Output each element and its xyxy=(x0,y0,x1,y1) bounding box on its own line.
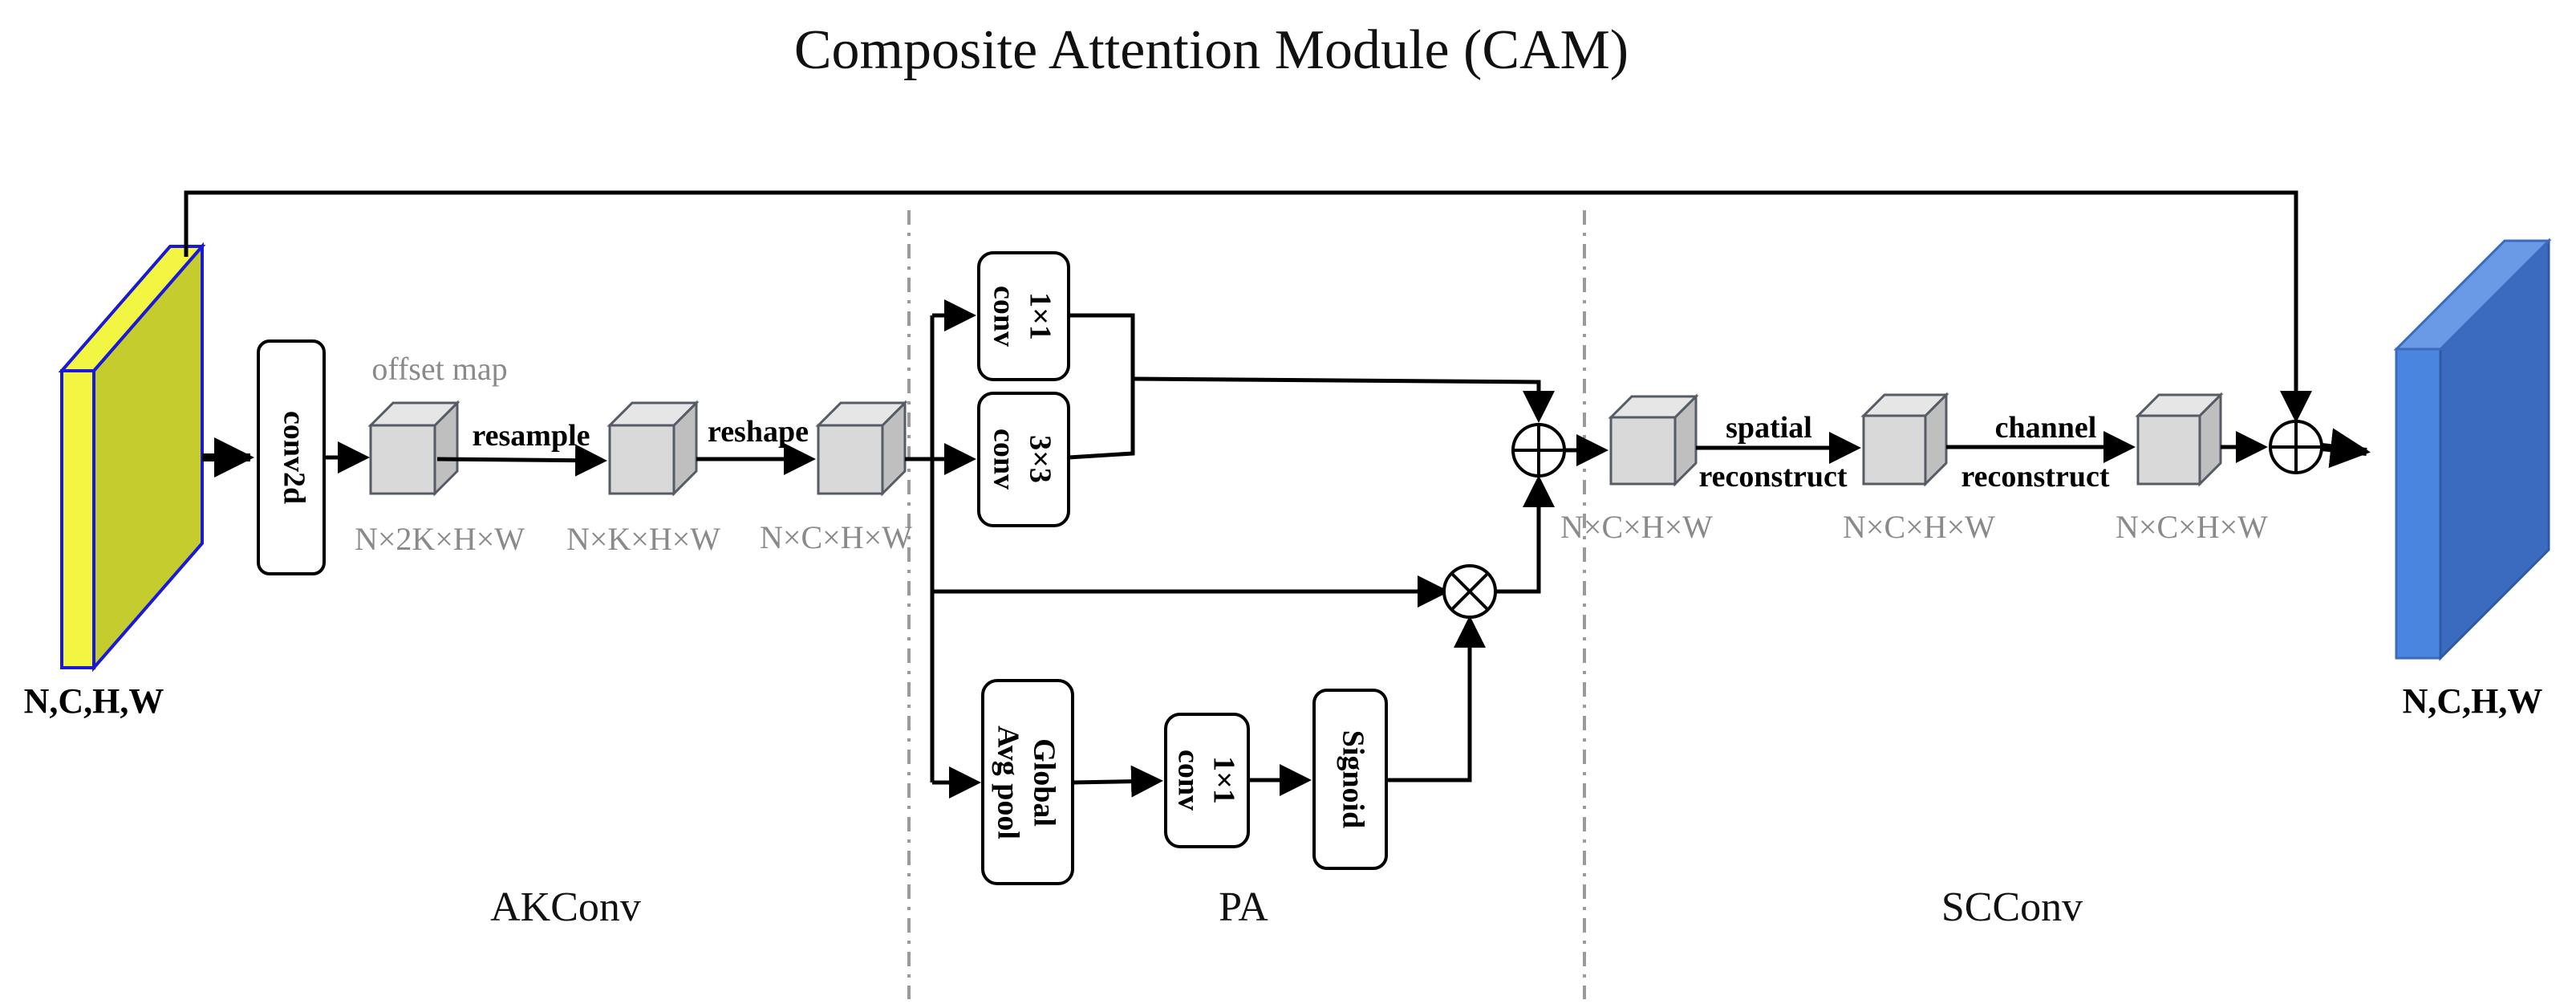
add-operator-final xyxy=(2269,420,2323,474)
svg-text:Avg pool: Avg pool xyxy=(991,726,1024,839)
scconv-shape3-label: N×C×H×W xyxy=(2116,509,2268,545)
resampled-shape-label: N×K×H×W xyxy=(566,521,720,557)
scconv-shape2-label: N×C×H×W xyxy=(1843,509,1995,545)
input-tensor xyxy=(58,242,206,673)
svg-text:Signoid: Signoid xyxy=(1336,730,1369,829)
spatial-label: spatial xyxy=(1726,411,1812,445)
reshaped-cube xyxy=(815,400,908,497)
add-operator-pa xyxy=(1511,423,1566,478)
scconv-channel-cube xyxy=(2135,392,2224,487)
conv2d-box: conv2d xyxy=(257,339,326,575)
channel-reconstruct-label: reconstruct xyxy=(1961,460,2109,494)
conv1x1-bottom-box: 1×1 conv xyxy=(1164,713,1250,848)
conv-merge-lines xyxy=(1068,313,1135,460)
scconv-shape1-label: N×C×H×W xyxy=(1560,509,1713,545)
resample-label: resample xyxy=(472,419,590,453)
section-label-pa: PA xyxy=(1219,884,1268,930)
scconv-input-cube xyxy=(1608,393,1699,487)
channel-label: channel xyxy=(1995,411,2097,445)
svg-text:conv: conv xyxy=(1171,750,1205,811)
input-shape-label: N,C,H,W xyxy=(24,681,164,721)
svg-text:Global: Global xyxy=(1027,738,1061,827)
svg-text:conv2d: conv2d xyxy=(277,411,310,504)
reshape-label: reshape xyxy=(708,415,809,449)
svg-text:conv: conv xyxy=(987,286,1020,347)
svg-text:3×3: 3×3 xyxy=(1023,435,1057,483)
output-arrow xyxy=(2321,428,2371,469)
resample-arrow xyxy=(436,444,607,477)
diagram-title: Composite Attention Module (CAM) xyxy=(794,19,1629,81)
offset-shape-label: N×2K×H×W xyxy=(355,521,525,557)
output-shape-label: N,C,H,W xyxy=(2403,681,2543,721)
output-tensor xyxy=(2393,238,2552,661)
gap-to-conv-arrow xyxy=(1072,765,1163,798)
global-avg-pool-box: Global Avg pool xyxy=(981,679,1074,885)
svg-text:1×1: 1×1 xyxy=(1023,292,1057,340)
svg-text:1×1: 1×1 xyxy=(1207,756,1240,804)
conv3x3-box: 3×3 conv xyxy=(977,392,1070,527)
reshaped-shape-label: N×C×H×W xyxy=(760,519,912,555)
multiply-to-add-arrow xyxy=(1495,475,1555,594)
section-label-scconv: SCConv xyxy=(1941,884,2083,930)
sigmoid-box: Signoid xyxy=(1312,689,1388,870)
skip-connection xyxy=(184,190,2312,423)
conv1x1-box: 1×1 conv xyxy=(977,251,1070,381)
spatial-reconstruct-label: reconstruct xyxy=(1698,460,1847,494)
sigmoid-to-multiply-arrow xyxy=(1386,616,1486,782)
section-label-akconv: AKConv xyxy=(490,884,641,930)
resampled-cube xyxy=(606,400,700,497)
svg-text:conv: conv xyxy=(987,429,1020,490)
multiply-operator xyxy=(1442,564,1497,619)
conv-to-add-arrow xyxy=(1132,376,1555,423)
offset-cube xyxy=(367,400,460,497)
scconv-spatial-cube xyxy=(1860,392,1949,487)
offset-map-label: offset map xyxy=(371,351,507,387)
